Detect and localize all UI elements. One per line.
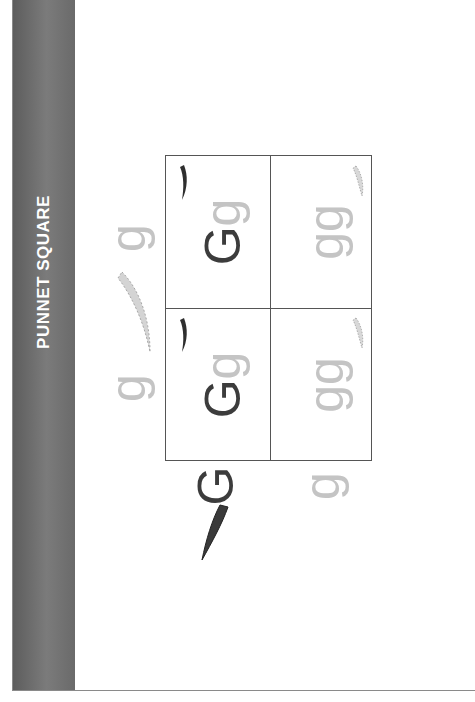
genotype-cell: gg xyxy=(271,309,371,460)
grid-line xyxy=(165,308,372,309)
slide-title: PUNNET SQUARE xyxy=(35,195,52,349)
genotype-text: Gg xyxy=(198,351,248,418)
genotype-text: gg xyxy=(301,357,351,413)
pea-pod-dominant xyxy=(202,505,228,560)
pea-pod-recessive xyxy=(353,318,363,348)
slide-border xyxy=(12,0,13,690)
genotype-cell: gg xyxy=(271,156,371,308)
pea-pod-dominant xyxy=(180,165,187,200)
genotype-text: gg xyxy=(301,204,351,260)
parent-allele: g xyxy=(297,472,347,500)
genotype-text: Gg xyxy=(198,199,248,266)
parent-allele: G xyxy=(191,467,241,506)
pea-pod-recessive xyxy=(353,166,363,196)
genotype-cell: Gg xyxy=(166,156,270,308)
parent-allele: g xyxy=(103,374,153,402)
punnett-grid xyxy=(166,156,372,461)
genotype-cell: Gg xyxy=(166,309,270,460)
pea-pod-dominant xyxy=(180,318,187,352)
slide-border xyxy=(12,690,475,691)
pea-pod-recessive xyxy=(118,272,150,352)
parent-allele: g xyxy=(103,224,153,252)
